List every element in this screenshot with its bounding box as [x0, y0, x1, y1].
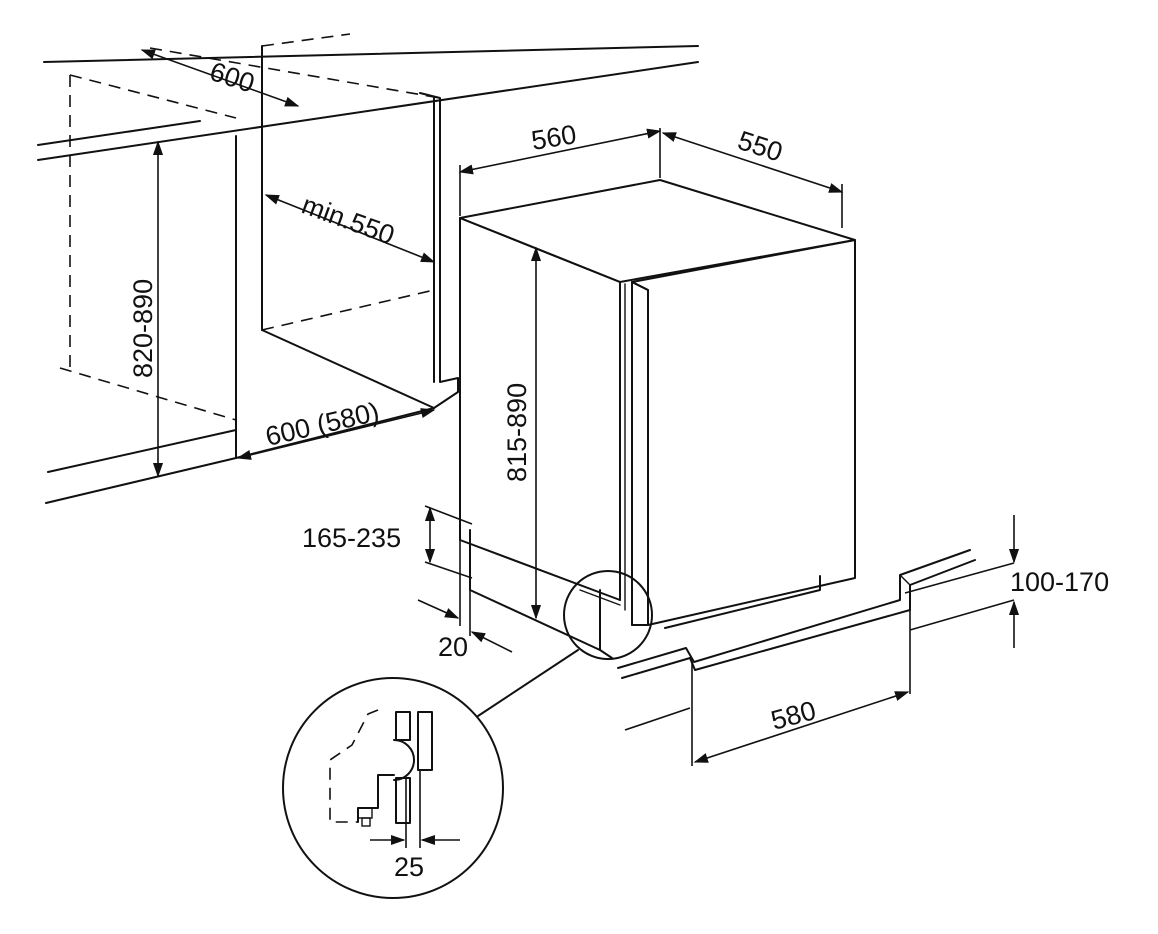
label-cabinet-depth-top: 600: [206, 56, 258, 98]
label-plinth-recess: 20: [438, 632, 468, 662]
label-appliance-height: 815-890: [502, 383, 532, 482]
plinth-board: [617, 549, 976, 679]
label-worktop-depth-min: min.550: [298, 189, 399, 250]
dimension-lines: [140, 49, 1020, 848]
label-cabinet-width: 600 (580): [263, 397, 382, 452]
cabinet-niche: [37, 33, 699, 504]
label-cabinet-height: 820-890: [128, 279, 158, 378]
label-plinth-board-width: 580: [768, 695, 819, 736]
detail-zoom: [282, 570, 653, 899]
label-plinth-board-height: 100-170: [1010, 567, 1109, 597]
label-appliance-width: 560: [529, 119, 578, 156]
label-detail-gap: 25: [394, 852, 424, 882]
label-plinth-height: 165-235: [302, 523, 401, 553]
label-appliance-depth: 550: [734, 125, 786, 167]
